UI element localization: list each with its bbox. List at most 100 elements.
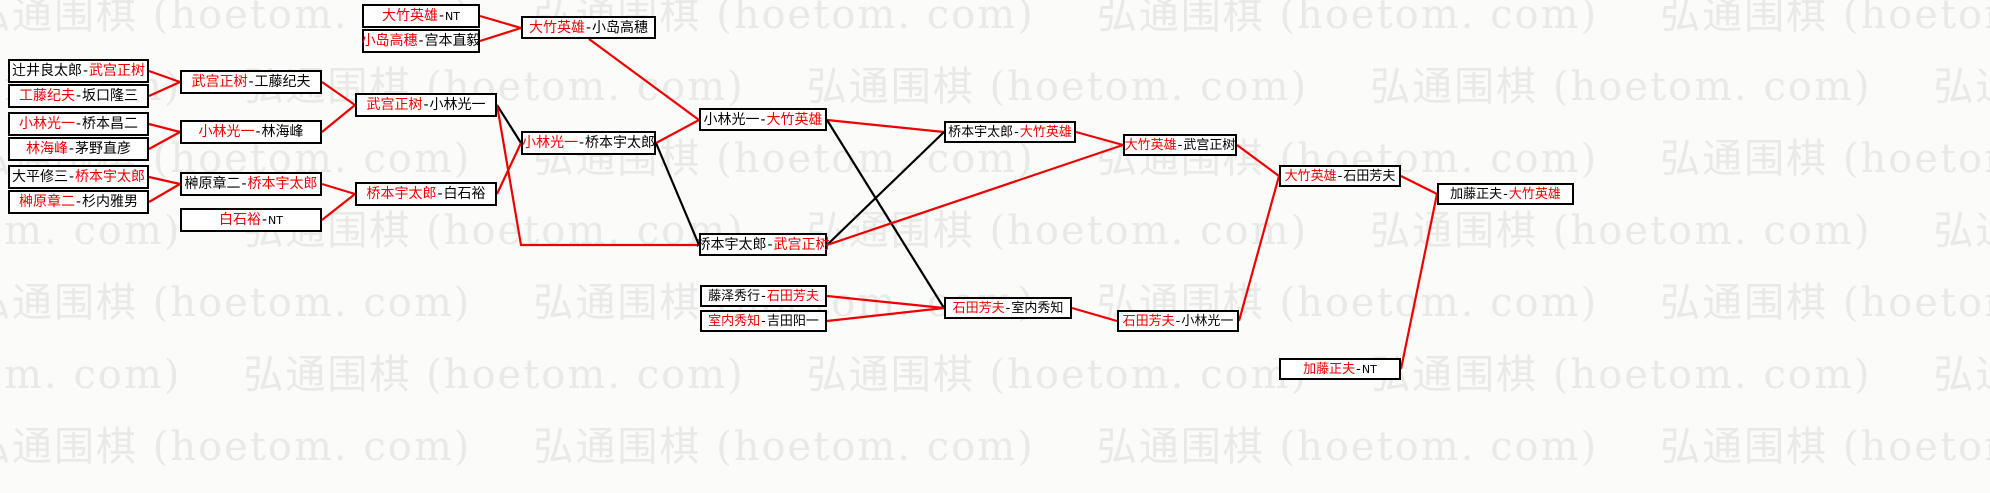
connector-m24-to-m25 (1237, 175, 1281, 322)
connector-m18-to-m21 (826, 131, 945, 246)
player-right: 小岛高穗 (592, 19, 649, 36)
player-left: 榊原章二 (18, 194, 75, 210)
match-box[interactable]: 小林光一-大竹英雄 (699, 108, 827, 131)
connector-m03-to-m08 (148, 122, 181, 134)
watermark-text: 弘通围棋 (hoetom. com)弘通围棋 (hoetom. com)弘通围棋… (0, 352, 1990, 398)
match-box[interactable]: 小林光一-林海峰 (180, 120, 322, 144)
match-box[interactable]: 室内秀知-吉田阳一 (700, 310, 827, 332)
connector-m20-to-m22 (826, 306, 945, 323)
player-left: 桥本宇太郎 (948, 124, 1014, 140)
match-box[interactable]: 加藤正夫-大竹英雄 (1437, 183, 1574, 205)
vs-separator: - (761, 288, 766, 304)
player-right: 小林光一 (429, 97, 486, 113)
connector-m26-to-m27 (1399, 193, 1439, 370)
player-left: 武宫正树 (366, 97, 423, 113)
match-box[interactable]: 小林光一-桥本宇太郎 (521, 131, 656, 155)
vs-separator: - (761, 313, 766, 329)
match-box[interactable]: 榊原章二-杉内雅男 (8, 190, 149, 214)
connector-m14-to-m16 (496, 142, 522, 195)
connector-m02-to-m07 (148, 80, 181, 98)
player-right: 武宫正树 (89, 63, 146, 79)
match-box[interactable]: 武宫正树-小林光一 (355, 93, 497, 117)
match-box[interactable]: 小林光一-桥本昌二 (8, 112, 149, 136)
player-left: 榊原章二 (184, 176, 241, 192)
match-box[interactable]: 工藤纪夫-坂口隆三 (8, 84, 149, 108)
match-box[interactable]: 白石裕-NT (180, 208, 322, 232)
vs-separator: - (1175, 313, 1181, 329)
match-box[interactable]: 桥本宇太郎-白石裕 (355, 182, 497, 206)
player-left: 加藤正夫 (1450, 186, 1503, 202)
player-right: 武宫正树 (773, 236, 830, 253)
player-right: 坂口隆三 (82, 88, 139, 104)
player-left: 小林光一 (521, 135, 578, 151)
player-right: 大竹英雄 (1019, 124, 1072, 140)
vs-separator: - (1014, 124, 1019, 140)
vs-separator: - (75, 194, 82, 210)
match-box[interactable]: 辻井良太郎-武宫正树 (8, 59, 149, 83)
connector-m13-to-m16 (496, 104, 522, 144)
player-left: 武宫正树 (191, 74, 248, 90)
connector-m11-to-m15 (479, 14, 522, 30)
match-box[interactable]: 大竹英雄-NT (362, 4, 480, 28)
player-right: 大竹英雄 (1508, 186, 1561, 202)
player-right: 小林光一 (1181, 313, 1234, 329)
vs-separator: - (760, 111, 766, 128)
player-right: 工藤纪夫 (254, 74, 311, 90)
player-left: 小岛高穗 (361, 33, 418, 49)
match-box[interactable]: 藤泽秀行-石田芳夫 (700, 285, 827, 307)
connector-m01-to-m07 (148, 69, 181, 84)
player-right: 吉田阳一 (766, 313, 819, 329)
player-left: 小林光一 (703, 111, 760, 128)
vs-separator: - (68, 141, 75, 157)
vs-separator: - (75, 116, 82, 132)
vs-separator: - (1005, 300, 1011, 316)
vs-separator: - (437, 186, 443, 202)
player-left: 石田芳夫 (952, 300, 1005, 316)
match-box[interactable]: 武宫正树-工藤纪夫 (180, 70, 322, 94)
match-box[interactable]: 大竹英雄-武宫正树 (1123, 134, 1237, 156)
connector-m25-to-m27 (1400, 175, 1438, 195)
connector-m19-to-m22 (826, 294, 945, 310)
player-left: 桥本宇太郎 (696, 236, 767, 253)
match-box[interactable]: 桥本宇太郎-大竹英雄 (944, 121, 1076, 143)
vs-separator: - (1356, 361, 1361, 377)
player-left: 桥本宇太郎 (366, 186, 437, 202)
vs-separator: - (1337, 168, 1343, 184)
player-right: 杉内雅男 (82, 194, 139, 210)
connector-m22-to-m24 (1071, 306, 1118, 323)
player-left: 室内秀知 (708, 313, 761, 329)
connector-m12-to-m15 (479, 26, 522, 43)
player-right: 桥本宇太郎 (75, 169, 146, 185)
vs-separator: - (1503, 186, 1508, 202)
match-box[interactable]: 石田芳夫-小林光一 (1117, 310, 1239, 332)
connector-m17-to-m22 (826, 119, 945, 309)
player-left: 大竹英雄 (1284, 168, 1337, 184)
player-right: 林海峰 (261, 124, 304, 140)
match-box[interactable]: 加藤正夫-NT (1279, 358, 1401, 380)
vs-separator: - (585, 19, 592, 36)
match-box[interactable]: 大平修三-桥本宇太郎 (8, 165, 149, 189)
vs-separator: - (248, 74, 254, 90)
vs-separator: - (423, 97, 429, 113)
player-right: NT (268, 213, 283, 227)
player-right: 桥本宇太郎 (247, 176, 318, 192)
player-left: 白石裕 (218, 212, 261, 228)
match-box[interactable]: 小岛高穗-宫本直毅 (361, 29, 481, 53)
connector-m16-to-m17 (655, 119, 700, 144)
match-box[interactable]: 石田芳夫-室内秀知 (944, 297, 1072, 319)
match-box[interactable]: 大竹英雄-小岛高穗 (521, 16, 656, 39)
player-left: 加藤正夫 (1303, 361, 1356, 377)
player-right: 桥本宇太郎 (585, 135, 656, 151)
match-box[interactable]: 桥本宇太郎-武宫正树 (696, 233, 830, 256)
match-box[interactable]: 林海峰-茅野直彦 (8, 137, 149, 161)
match-box[interactable]: 榊原章二-桥本宇太郎 (180, 172, 322, 196)
player-left: 小林光一 (198, 124, 255, 140)
vs-separator: - (261, 212, 268, 228)
player-right: 桥本昌二 (82, 116, 139, 132)
player-left: 小林光一 (18, 116, 75, 132)
connector-m18-to-m23 (826, 143, 1124, 247)
match-box[interactable]: 大竹英雄-石田芳夫 (1279, 165, 1401, 187)
connector-m21-to-m23 (1075, 130, 1124, 147)
vs-separator: - (767, 236, 773, 253)
